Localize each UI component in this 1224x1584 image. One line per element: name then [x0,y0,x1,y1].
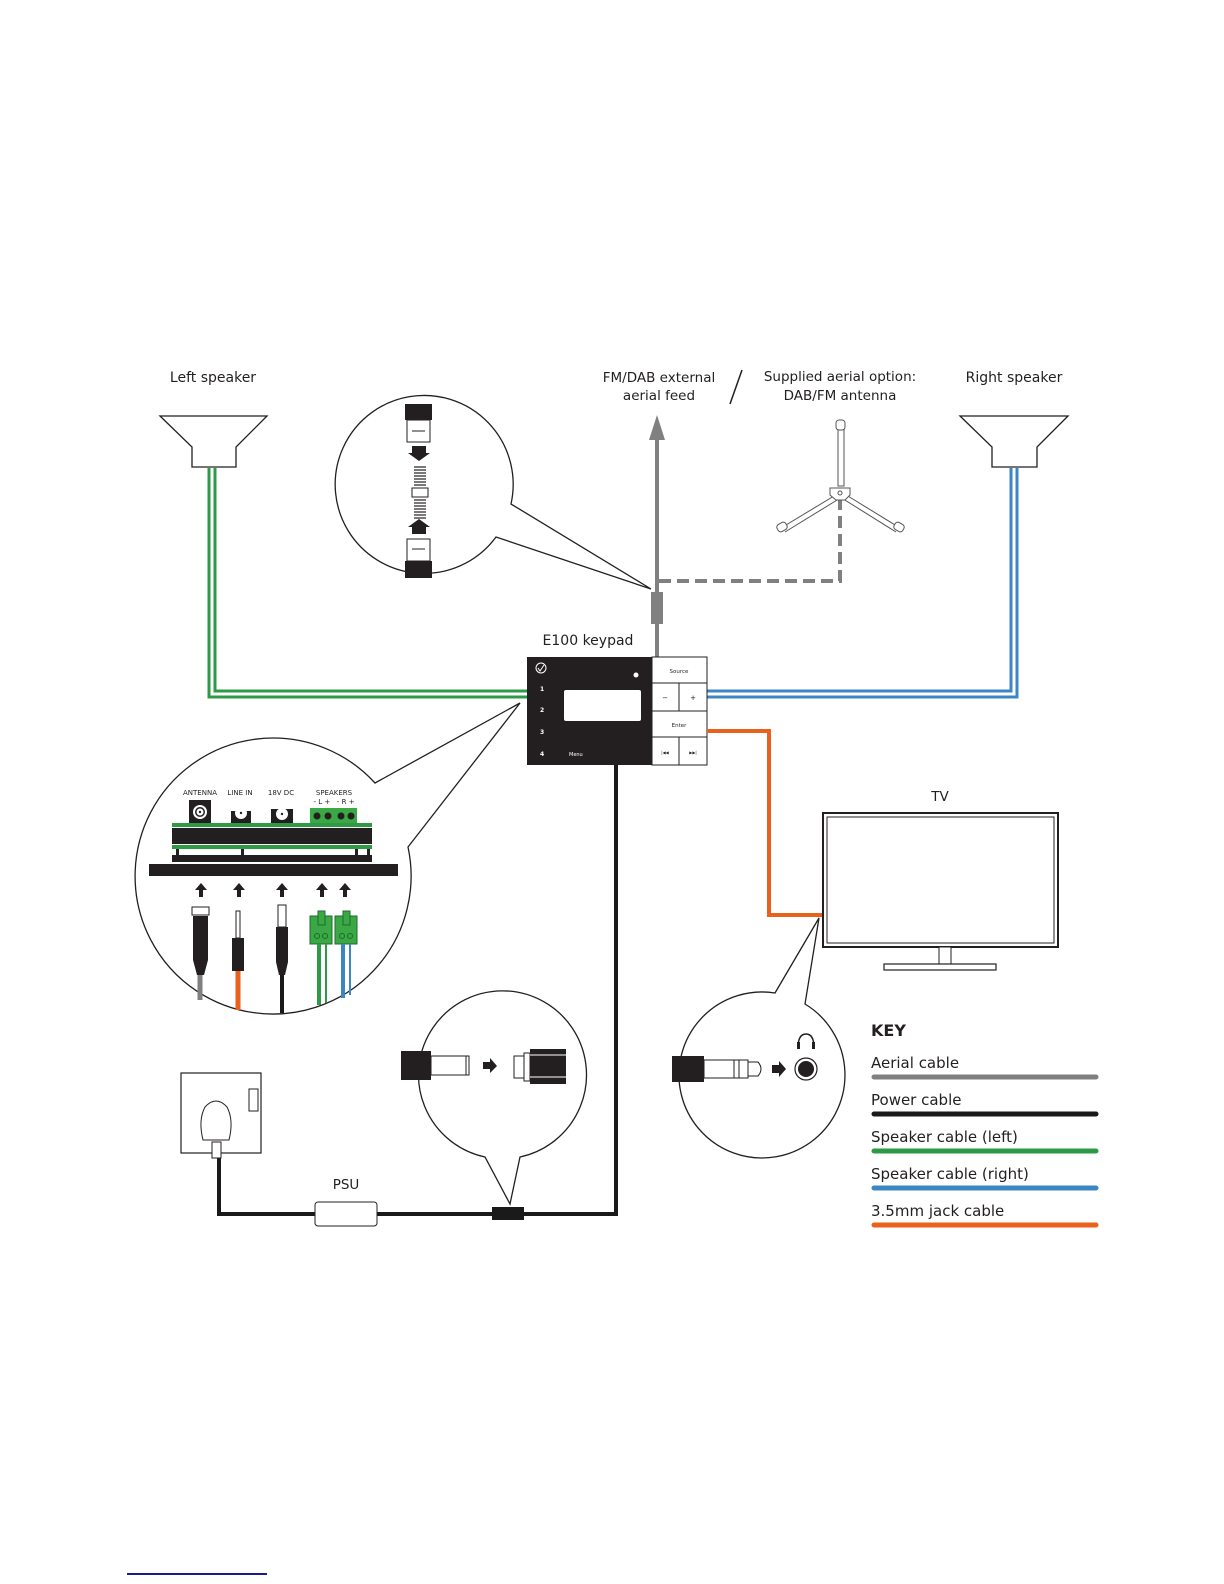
e100-keypad: 1 2 3 4 Menu Source − + Enter |◀◀ ▶▶| [527,656,708,766]
aerial-cable [649,415,842,657]
tv-icon [822,812,1059,971]
uk-plug-icon [200,1100,232,1141]
right-arrow-icon [483,1058,497,1073]
source-button[interactable]: Source [670,669,690,675]
left-speaker-cable [207,468,527,699]
up-arrows-icon [195,883,351,897]
psu-box [314,1201,378,1227]
keypad-display [564,690,641,721]
dab-fm-antenna-icon [776,419,905,533]
aerial-up-arrow-icon [649,415,665,440]
speaker-polarity-label: - L + - R + [313,798,354,806]
up-arrow-icon [408,519,430,534]
supplied-antenna-dashed-cable [659,497,842,583]
preset-2-button[interactable]: 2 [540,707,544,714]
jack-cable [707,729,824,917]
enter-button[interactable]: Enter [672,723,688,729]
aerial-connector-callout [334,394,652,590]
wall-socket-icon [180,1072,262,1159]
left-speaker-label: Left speaker [170,370,256,386]
port-label-line-in: LINE IN [227,789,252,797]
plus-button[interactable]: + [690,694,696,702]
next-button[interactable]: ▶▶| [689,750,697,755]
port-label-antenna: ANTENNA [183,789,217,797]
port-label-dc: 18V DC [268,789,294,797]
headphones-icon [797,1033,815,1049]
down-arrow-icon [408,446,430,461]
dc-connector-callout [401,990,588,1206]
power-cable [217,765,618,1216]
rear-panel-callout: ANTENNA LINE IN 18V DC SPEAKERS - L + - … [134,702,521,1015]
dc-connector [492,1207,524,1220]
menu-button[interactable]: Menu [569,752,583,758]
aerial-feed-label-1: FM/DAB external [603,370,715,386]
preset-1-button[interactable]: 1 [540,686,544,693]
headphone-jack-callout [672,917,846,1159]
previous-button[interactable]: |◀◀ [661,750,669,755]
headphone-socket [798,1061,814,1077]
key-item-label: Aerial cable [871,1054,959,1072]
key-item-label: Speaker cable (right) [871,1165,1029,1183]
right-speaker-label: Right speaker [966,370,1063,386]
key-item-label: Speaker cable (left) [871,1128,1018,1146]
minus-button[interactable]: − [662,694,668,702]
right-arrow-icon [772,1061,786,1077]
key-item-label: Power cable [871,1091,961,1109]
right-speaker-icon [958,415,1070,468]
left-speaker-icon [158,415,269,468]
status-led [633,672,639,678]
option-separator [729,369,743,405]
right-speaker-cable [707,468,1019,699]
brand-logo-icon [535,662,547,674]
key-title: KEY [871,1021,906,1040]
tv-label: TV [930,789,949,805]
key-item-label: 3.5mm jack cable [871,1202,1004,1220]
aerial-coupler [651,592,663,624]
aerial-feed-label-2: aerial feed [623,388,695,404]
keypad-label: E100 keypad [543,633,634,649]
preset-3-button[interactable]: 3 [540,729,544,736]
supplied-aerial-label-1: Supplied aerial option: [764,369,916,385]
port-label-speakers: SPEAKERS [316,789,353,797]
supplied-aerial-label-2: DAB/FM antenna [784,388,897,404]
footer-link-underline[interactable] [127,1573,267,1575]
preset-4-button[interactable]: 4 [540,751,544,758]
psu-label: PSU [333,1177,360,1193]
